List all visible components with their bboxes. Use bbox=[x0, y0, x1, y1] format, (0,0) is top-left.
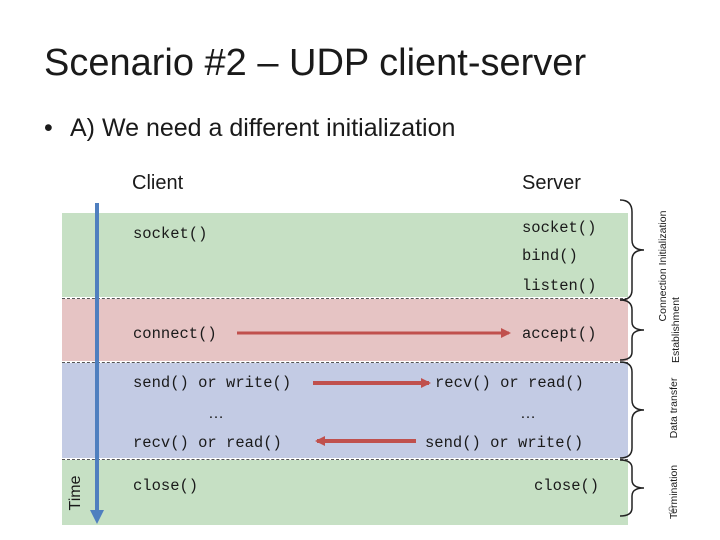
termination-phase-brace bbox=[619, 459, 645, 517]
client-ellipsis: … bbox=[208, 405, 224, 422]
client-send-call: send() or write() bbox=[133, 374, 292, 392]
connection-initialization-label: Connection Initialization bbox=[657, 211, 669, 322]
connection-phase-brace bbox=[619, 199, 645, 301]
establishment-phase-brace bbox=[619, 299, 645, 361]
server-recv-call: recv() or read() bbox=[435, 374, 584, 392]
server-column-header: Server bbox=[522, 172, 581, 194]
client-socket-call: socket() bbox=[133, 225, 208, 243]
server-listen-call: listen() bbox=[522, 277, 597, 295]
data-transfer-phase-brace bbox=[619, 361, 645, 459]
server-accept-call: accept() bbox=[522, 325, 597, 343]
bullet-text: A) We need a different initialization bbox=[70, 114, 456, 142]
phase-divider bbox=[62, 298, 628, 299]
connection-label: Connection bbox=[657, 268, 669, 322]
initialization-label: Initialization bbox=[657, 210, 669, 266]
server-ellipsis: … bbox=[520, 405, 536, 422]
establishment-label: Establishment bbox=[670, 297, 682, 363]
phase-divider bbox=[62, 459, 628, 460]
bullet-point: • A) We need a different initialization bbox=[44, 114, 455, 143]
connection-setup-band bbox=[62, 213, 628, 297]
server-socket-call: socket() bbox=[522, 219, 597, 237]
client-close-call: close() bbox=[133, 477, 199, 495]
bullet-dot: • bbox=[44, 114, 53, 142]
establishment-band bbox=[62, 299, 628, 361]
time-axis-label: Time bbox=[67, 475, 84, 511]
page-number: 9 bbox=[668, 505, 675, 517]
phase-divider bbox=[62, 362, 628, 363]
server-send-call: send() or write() bbox=[425, 434, 584, 452]
server-close-call: close() bbox=[534, 477, 600, 495]
server-bind-call: bind() bbox=[522, 247, 578, 265]
termination-band bbox=[62, 460, 628, 525]
client-recv-call: recv() or read() bbox=[133, 434, 282, 452]
data-transfer-label: Data transfer bbox=[668, 377, 680, 439]
client-connect-call: connect() bbox=[133, 325, 217, 343]
client-column-header: Client bbox=[132, 172, 184, 194]
slide-title: Scenario #2 – UDP client-server bbox=[44, 42, 587, 84]
